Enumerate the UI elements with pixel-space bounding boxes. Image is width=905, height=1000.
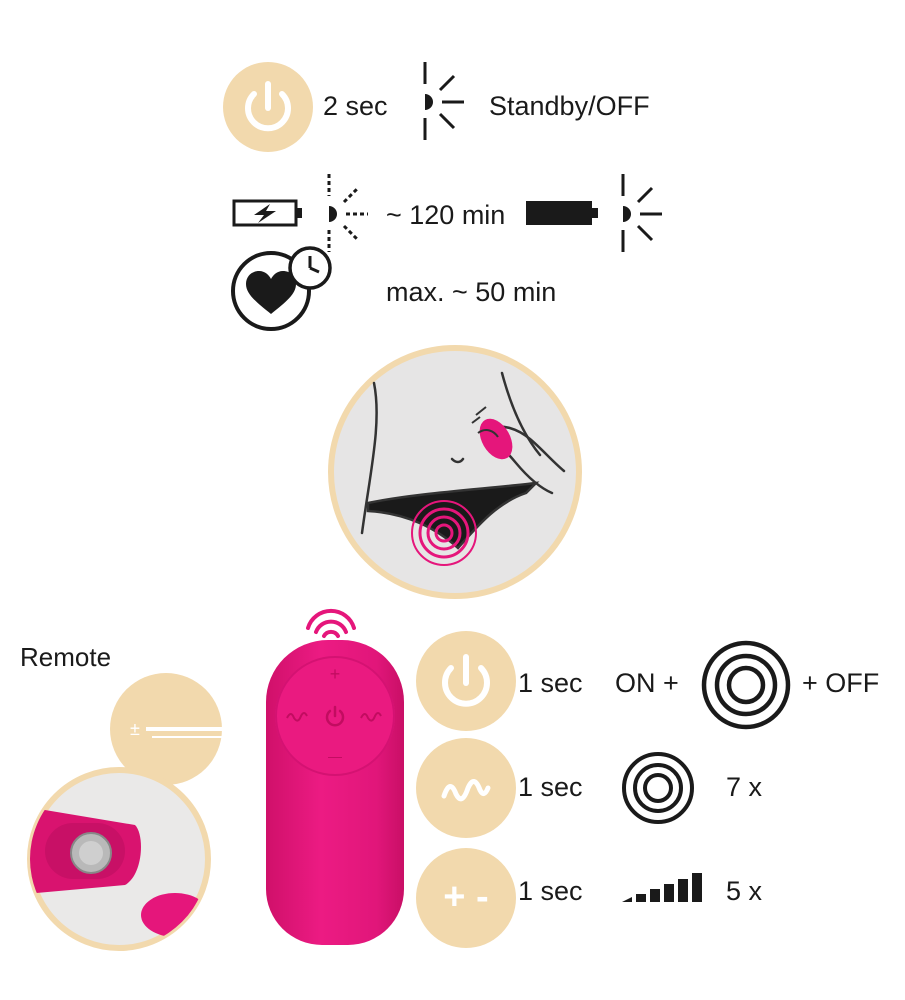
power-button-circle	[223, 62, 313, 152]
power-icon	[245, 81, 291, 132]
wave-icon	[441, 779, 491, 802]
function-intensity-count: 5 x	[726, 876, 763, 906]
function-wave-count: 7 x	[726, 772, 763, 802]
remote-battery-circle: ±	[110, 673, 222, 785]
function-power-off-text: + OFF	[802, 668, 880, 698]
function-power-circle	[416, 631, 516, 731]
minus-button[interactable]: —	[328, 748, 342, 764]
heart-clock-icon	[231, 246, 332, 331]
function-power-duration: 1 sec	[518, 668, 583, 698]
svg-text:±: ±	[130, 719, 140, 739]
rings-icon	[622, 752, 694, 824]
intensity-steps-icon	[622, 873, 702, 902]
usage-illustration	[328, 345, 582, 599]
function-power-on-text: ON +	[615, 668, 679, 698]
standby-duration: 2 sec	[323, 91, 388, 121]
led-blink-icon	[621, 174, 662, 252]
runtime-time: max. ~ 50 min	[386, 277, 557, 307]
remote-title: Remote	[20, 642, 112, 672]
power-icon	[442, 654, 490, 707]
plus-button[interactable]: +	[329, 664, 341, 684]
remote-device: + —	[266, 640, 404, 945]
standby-label: Standby/OFF	[489, 91, 650, 121]
led-dashed-blink-icon	[327, 174, 368, 252]
wave-button-left-icon[interactable]	[285, 708, 311, 724]
plus-minus-icon: + -	[443, 876, 489, 918]
function-intensity-circle: + -	[416, 848, 516, 948]
power-button-icon[interactable]	[323, 704, 347, 728]
battery-charging-icon	[232, 199, 302, 227]
charging-time: ~ 120 min	[386, 200, 506, 230]
led-blink-icon	[423, 62, 464, 140]
function-wave-circle	[416, 738, 516, 838]
wireless-signal-icon	[306, 608, 356, 638]
remote-button-panel: + —	[275, 656, 395, 776]
rings-icon	[701, 640, 791, 730]
function-intensity-duration: 1 sec	[518, 876, 583, 906]
function-wave-duration: 1 sec	[518, 772, 583, 802]
battery-plus-minus-icon: ±	[130, 719, 222, 739]
battery-full-icon	[526, 201, 598, 225]
wave-button-right-icon[interactable]	[359, 708, 385, 724]
remote-battery-photo	[27, 767, 211, 951]
